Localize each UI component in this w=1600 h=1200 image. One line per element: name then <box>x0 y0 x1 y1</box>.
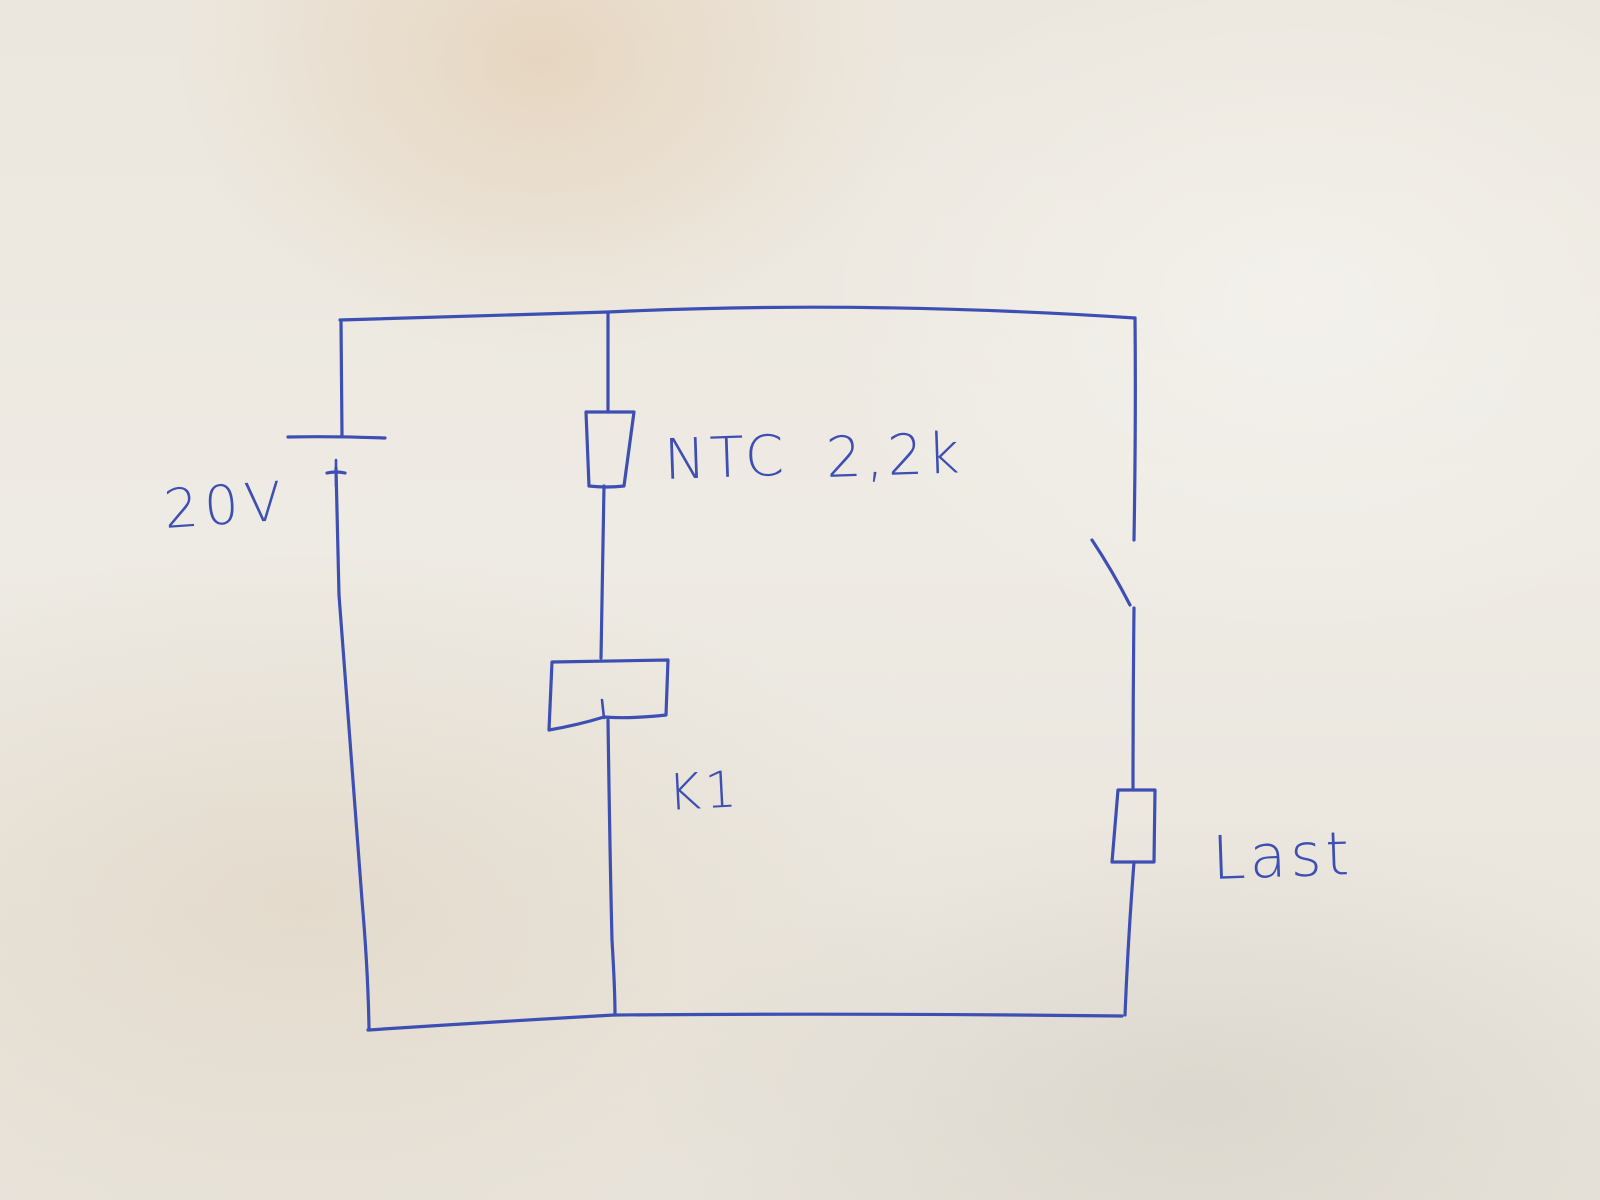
load-resistor <box>1110 788 1157 864</box>
left-branch-lower-wire <box>334 466 371 1030</box>
middle-wire-between <box>599 484 606 660</box>
right-wire-middle <box>1131 606 1136 792</box>
relay-label: K1 <box>666 760 743 822</box>
battery-long-plate <box>286 435 387 440</box>
relay-coil-inner-stroke <box>600 698 606 720</box>
source-voltage-label: 20V <box>161 469 290 541</box>
ntc-value-label: 2,2k <box>824 421 965 491</box>
right-wire-top <box>1132 316 1137 542</box>
top-wire <box>338 305 1137 322</box>
load-label: Last <box>1210 819 1355 894</box>
right-wire-bottom <box>1123 860 1136 1017</box>
bottom-wire <box>366 1012 1124 1032</box>
left-branch-upper-wire <box>339 319 344 438</box>
ntc-resistor <box>584 410 636 489</box>
middle-wire-bottom <box>606 718 617 1017</box>
relay-switch-contact <box>1090 538 1132 607</box>
ntc-label: NTC <box>662 423 789 493</box>
